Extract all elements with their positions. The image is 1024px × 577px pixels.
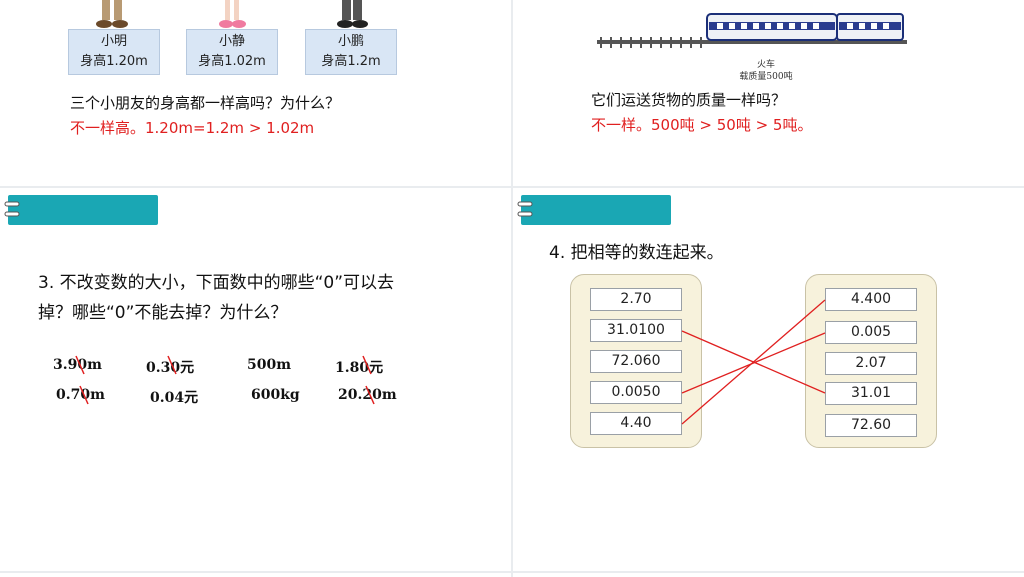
left-number-box[interactable]: 2.70 — [590, 288, 682, 311]
kid-name: 小静 — [218, 34, 245, 49]
section-tab — [521, 195, 671, 225]
number-item: 0.70m — [56, 387, 105, 403]
number-item: 0.30元 — [146, 360, 195, 376]
answer-text: 不一样。500吨 > 50吨 > 5吨。 — [591, 116, 813, 134]
left-number-box[interactable]: 4.40 — [590, 412, 682, 435]
right-number-box[interactable]: 72.60 — [825, 414, 917, 437]
question-text: 它们运送货物的质量一样吗？ — [591, 91, 787, 109]
train-icon — [597, 13, 907, 48]
slide-bottom-right — [513, 573, 1024, 577]
kid-height: 身高1.02m — [198, 54, 266, 69]
slide-train: 火车 载质量500吨 它们运送货物的质量一样吗？ 不一样。500吨 > 50吨 … — [513, 0, 1024, 186]
binder-clip-icon — [517, 201, 533, 217]
slide-heights: 小明 身高1.20m 小静 身高1.02m 小鹏 身高1.2m 三个小朋友的身高… — [0, 0, 511, 186]
left-number-box[interactable]: 72.060 — [590, 350, 682, 373]
number-item: 20.20m — [338, 387, 397, 403]
number-item: 1.80元 — [335, 360, 384, 376]
kid-name: 小明 — [100, 34, 127, 49]
section-tab — [8, 195, 158, 225]
right-number-box[interactable]: 31.01 — [825, 382, 917, 405]
question-line1: 3. 不改变数的大小，下面数中的哪些“0”可以去 — [38, 273, 395, 293]
number-item: 0.04元 — [150, 390, 199, 406]
right-number-box[interactable]: 2.07 — [825, 352, 917, 375]
question-line2: 掉？哪些“0”不能去掉？为什么？ — [38, 303, 288, 323]
boy2-figure-icon — [337, 0, 368, 28]
kid-card-xiaoming: 小明 身高1.20m — [68, 29, 160, 75]
kid-height: 身高1.20m — [80, 54, 148, 69]
right-number-box[interactable]: 0.005 — [825, 321, 917, 344]
answer-text: 不一样高。1.20m=1.2m > 1.02m — [70, 119, 315, 137]
boy-figure-icon — [96, 0, 128, 28]
number-item: 500m — [247, 357, 292, 373]
kid-card-xiaojing: 小静 身高1.02m — [186, 29, 278, 75]
train-capacity: 载质量500吨 — [739, 72, 793, 82]
task-title: 4. 把相等的数连起来。 — [549, 243, 724, 263]
slide-bottom-left — [0, 573, 511, 577]
right-number-box[interactable]: 4.400 — [825, 288, 917, 311]
slide-match: 4. 把相等的数连起来。 2.70 31.0100 72.060 0.0050 … — [513, 188, 1024, 571]
kid-height: 身高1.2m — [321, 54, 381, 69]
question-text: 三个小朋友的身高都一样高吗？为什么？ — [70, 94, 341, 112]
binder-clip-icon — [4, 201, 20, 217]
girl-figure-icon — [219, 0, 246, 28]
kid-card-xiaopeng: 小鹏 身高1.2m — [305, 29, 397, 75]
left-number-box[interactable]: 31.0100 — [590, 319, 682, 342]
number-item: 3.90m — [53, 357, 102, 373]
strike-marks — [75, 355, 375, 405]
slide-zeros: 3. 不改变数的大小，下面数中的哪些“0”可以去 掉？哪些“0”不能去掉？为什么… — [0, 188, 511, 571]
train-caption: 火车 载质量500吨 — [731, 59, 801, 83]
number-item: 600kg — [251, 387, 300, 403]
kid-name: 小鹏 — [337, 34, 364, 49]
match-lines — [681, 299, 826, 425]
left-number-box[interactable]: 0.0050 — [590, 381, 682, 404]
train-label: 火车 — [756, 60, 775, 70]
